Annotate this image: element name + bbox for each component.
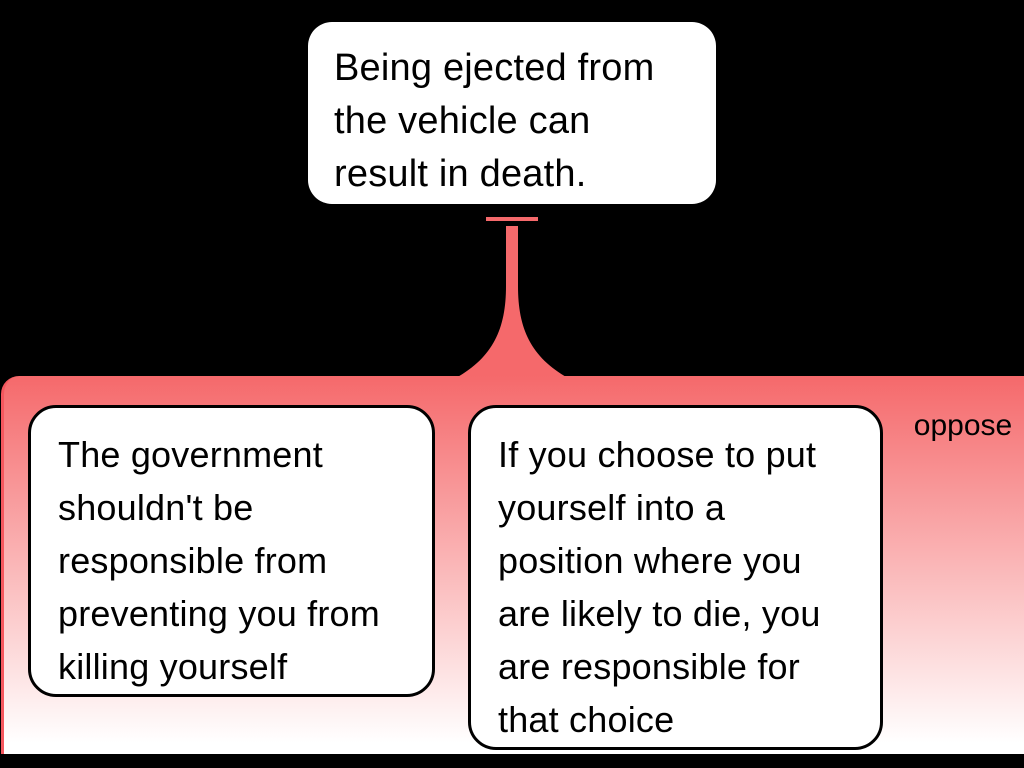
objection-node-1[interactable]: The government shouldn't be responsible … xyxy=(28,405,435,697)
oppose-group-panel[interactable]: oppose The government shouldn't be respo… xyxy=(1,376,1024,754)
objection-node-2[interactable]: If you choose to put yourself into a pos… xyxy=(468,405,883,750)
oppose-connector-funnel-icon xyxy=(456,226,568,378)
claim-node-main[interactable]: Being ejected from the vehicle can resul… xyxy=(308,22,716,204)
funnel-shape xyxy=(456,226,568,378)
oppose-link-tick xyxy=(486,217,538,221)
oppose-group-label: oppose xyxy=(913,409,1013,442)
